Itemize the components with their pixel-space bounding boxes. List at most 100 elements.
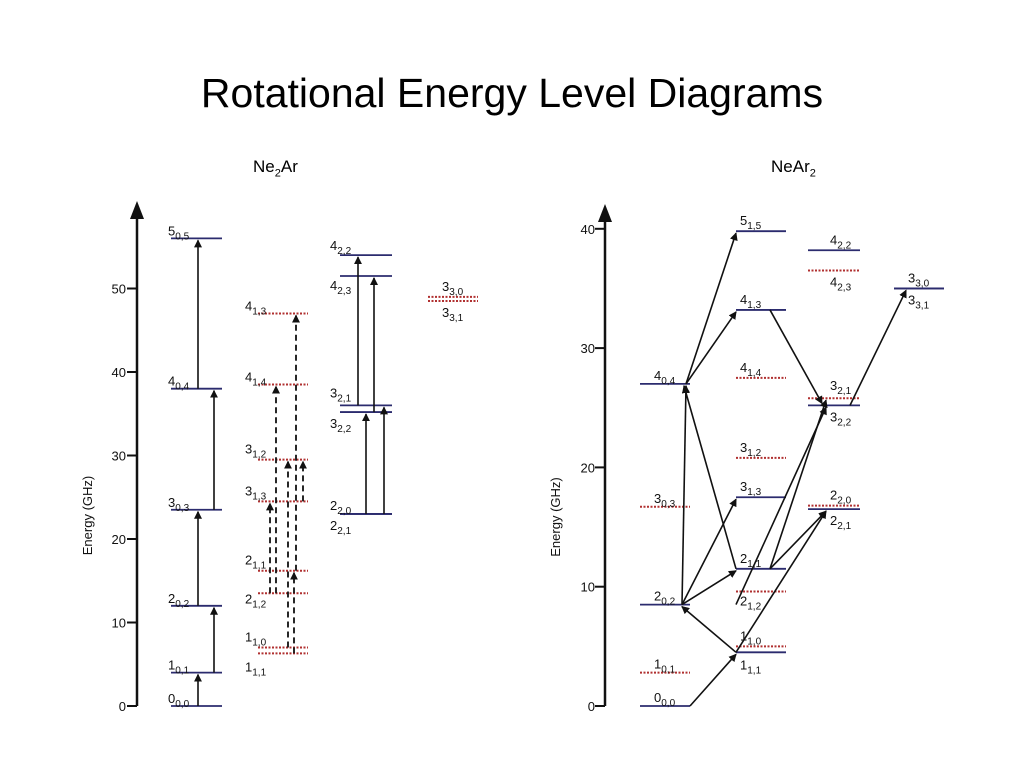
level-label: 33,1 [908,292,930,311]
level-label-ka-kc: 1,4 [747,368,761,379]
level-label: 31,2 [740,440,762,459]
ne2ar-title-sub: 2 [274,167,281,180]
level-label: 32,1 [830,378,852,397]
transition-arrow [769,309,823,405]
level-label-ka-kc: 1,4 [252,378,266,389]
energy-axis-arrowhead [598,204,612,222]
level-label: 10,1 [654,657,676,676]
level-label: 42,2 [330,238,352,257]
level-label-j: 2 [654,589,661,604]
transition-arrow [681,384,690,605]
level-label-ka-kc: 2,0 [337,506,351,517]
level-label-j: 3 [245,442,252,457]
transition-arrow [769,510,827,570]
level-label-ka-kc: 1,0 [747,636,761,647]
level-label-j: 1 [168,658,175,673]
level-label-ka-kc: 1,5 [747,221,761,232]
level-label-ka-kc: 0,4 [661,376,675,387]
level-label: 42,3 [330,278,352,297]
level-label: 50,5 [168,223,190,242]
level-label-ka-kc: 2,1 [337,526,351,537]
level-label-ka-kc: 2,2 [337,424,351,435]
level-label-j: 2 [830,488,837,503]
level-label-ka-kc: 2,2 [337,246,351,257]
transition-arrow [681,605,737,653]
level-label: 11,1 [740,657,762,676]
level-label-ka-kc: 0,3 [661,499,675,510]
level-label-ka-kc: 3,1 [449,313,463,324]
level-label: 21,1 [740,551,762,570]
level-label-ka-kc: 1,3 [747,487,761,498]
level-label-ka-kc: 0,1 [175,666,189,677]
level-label-ka-kc: 2,0 [837,496,851,507]
level-label-j: 4 [830,232,837,247]
level-label-ka-kc: 2,1 [837,521,851,532]
level-label-j: 4 [654,368,661,383]
level-label: 51,5 [740,213,762,232]
level-label-j: 2 [740,551,747,566]
level-label-ka-kc: 2,2 [837,240,851,251]
level-label-j: 4 [330,278,337,293]
axis-tick-label: 0 [119,699,126,714]
level-label-j: 4 [740,360,747,375]
level-label-j: 1 [245,630,252,645]
level-label: 11,0 [245,630,267,649]
level-label-j: 1 [740,628,747,643]
axis-tick-label: 0 [588,699,595,714]
level-label-j: 4 [168,374,175,389]
level-label-ka-kc: 2,1 [337,393,351,404]
level-label: 41,3 [245,299,267,318]
level-label-ka-kc: 1,3 [747,300,761,311]
level-label-j: 0 [168,691,175,706]
level-label: 42,3 [830,275,852,294]
level-label-j: 3 [740,479,747,494]
axis-tick-label: 40 [112,365,126,380]
level-label-ka-kc: 1,1 [747,665,761,676]
level-label-ka-kc: 1,1 [252,561,266,572]
transition-arrow [681,498,737,605]
level-label-ka-kc: 0,3 [175,503,189,514]
level-label: 30,3 [168,495,190,514]
level-label-j: 2 [168,591,175,606]
level-label: 32,1 [330,385,352,404]
level-label-j: 5 [168,223,175,238]
level-label-j: 4 [245,370,252,385]
transition-arrow [685,311,737,385]
level-label-j: 2 [830,513,837,528]
axis-tick-label: 10 [581,580,595,595]
level-label: 11,1 [245,659,267,678]
level-label: 41,4 [740,360,762,379]
level-label-j: 2 [245,591,252,606]
level-label-ka-kc: 3,1 [915,300,929,311]
level-label: 00,0 [168,691,190,710]
level-label-j: 4 [330,238,337,253]
level-label-j: 3 [830,409,837,424]
level-label-ka-kc: 1,0 [252,638,266,649]
transition-arrow [689,653,737,707]
near2-title-base: NeAr [771,157,810,176]
level-label-j: 3 [908,270,915,285]
level-label-ka-kc: 3,0 [449,287,463,298]
level-label-j: 3 [442,279,449,294]
level-label-j: 5 [740,213,747,228]
transition-arrow [685,232,738,385]
level-label-j: 3 [168,495,175,510]
transition-arrow [682,384,737,570]
level-label: 40,4 [654,368,676,387]
level-label-j: 3 [830,378,837,393]
level-label: 31,2 [245,442,267,461]
axis-tick-label: 20 [581,460,595,475]
level-label-j: 1 [654,657,661,672]
level-label: 41,3 [740,292,762,311]
level-label: 22,0 [830,488,852,507]
transition-arrow [681,570,737,606]
level-label-ka-kc: 2,2 [837,417,851,428]
axis-tick-label: 50 [112,282,126,297]
level-label-ka-kc: 2,3 [837,283,851,294]
level-label-ka-kc: 1,3 [252,307,266,318]
level-label: 20,2 [654,589,676,608]
level-label: 42,2 [830,232,852,251]
level-label: 41,4 [245,370,267,389]
